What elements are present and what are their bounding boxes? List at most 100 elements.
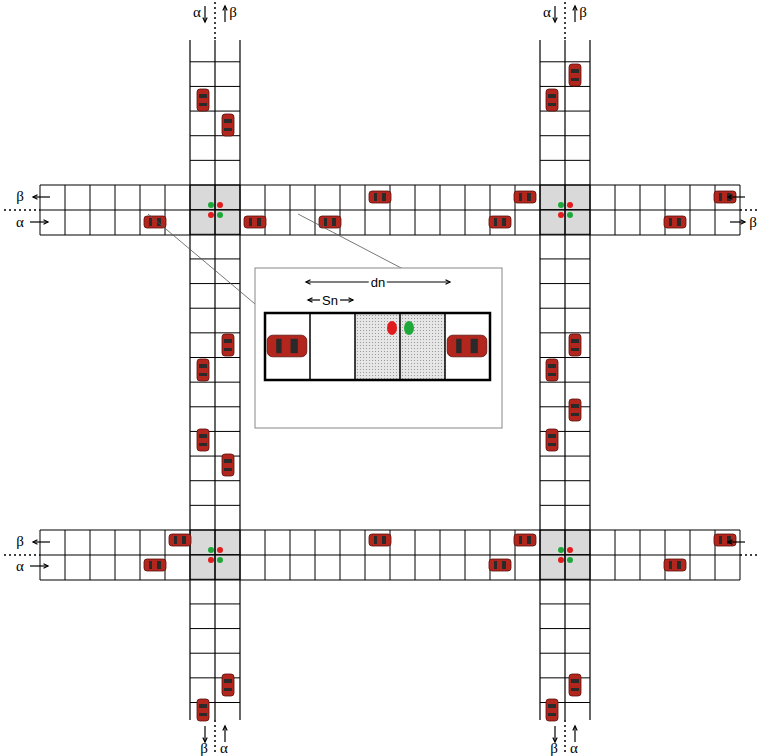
direction-label: α bbox=[193, 5, 201, 20]
line bbox=[140, 185, 141, 235]
line bbox=[554, 6, 555, 22]
line bbox=[115, 530, 116, 580]
line bbox=[354, 313, 356, 380]
car bbox=[244, 216, 266, 228]
car bbox=[489, 216, 511, 228]
line bbox=[148, 214, 267, 314]
car bbox=[319, 216, 341, 228]
car bbox=[664, 559, 686, 571]
line bbox=[740, 209, 757, 211]
line bbox=[90, 530, 91, 580]
line bbox=[564, 720, 566, 754]
line bbox=[574, 6, 575, 22]
direction-label: β bbox=[579, 5, 587, 20]
line bbox=[444, 313, 446, 380]
line bbox=[540, 456, 590, 457]
arrow-head bbox=[728, 195, 733, 199]
car bbox=[222, 454, 234, 476]
arrow-head bbox=[445, 280, 450, 284]
arrow-head bbox=[573, 6, 577, 11]
direction-label: β bbox=[749, 215, 757, 230]
dimension-label: Sn bbox=[320, 294, 340, 307]
line bbox=[214, 2, 216, 40]
car bbox=[569, 334, 581, 356]
line bbox=[4, 209, 40, 211]
intersection-cells bbox=[355, 313, 445, 380]
line bbox=[190, 332, 240, 333]
cell-lines bbox=[40, 40, 740, 720]
signal-light bbox=[567, 202, 573, 208]
arrow-head bbox=[43, 564, 48, 568]
line bbox=[730, 221, 745, 222]
line bbox=[728, 541, 745, 542]
car bbox=[569, 64, 581, 86]
car bbox=[546, 699, 558, 721]
arrow-head bbox=[43, 220, 48, 224]
line bbox=[540, 406, 590, 407]
cars bbox=[144, 64, 736, 721]
line bbox=[540, 554, 590, 555]
line bbox=[540, 677, 590, 678]
line bbox=[540, 382, 590, 383]
line bbox=[540, 135, 590, 136]
line bbox=[399, 313, 401, 380]
line bbox=[115, 185, 116, 235]
line bbox=[540, 530, 590, 531]
arrow-head bbox=[553, 17, 557, 22]
line bbox=[190, 653, 240, 654]
line bbox=[340, 530, 341, 580]
line bbox=[190, 628, 240, 629]
car bbox=[489, 559, 511, 571]
line bbox=[265, 530, 266, 580]
signal-light bbox=[567, 212, 573, 218]
car bbox=[169, 534, 191, 546]
signal-light bbox=[217, 547, 223, 553]
signal-light bbox=[208, 557, 214, 563]
line bbox=[204, 6, 205, 22]
line bbox=[415, 185, 416, 235]
line bbox=[540, 209, 590, 210]
line bbox=[30, 221, 48, 222]
line bbox=[564, 2, 566, 40]
line bbox=[540, 61, 590, 62]
line bbox=[190, 480, 240, 481]
car bbox=[569, 399, 581, 421]
line bbox=[589, 40, 590, 720]
line bbox=[315, 530, 316, 580]
line bbox=[33, 196, 50, 197]
car bbox=[546, 89, 558, 111]
line bbox=[190, 530, 240, 531]
signal-light bbox=[558, 557, 564, 563]
car bbox=[222, 334, 234, 356]
line bbox=[540, 653, 590, 654]
car bbox=[546, 429, 558, 451]
direction-label: β bbox=[16, 534, 24, 549]
car bbox=[197, 359, 209, 381]
car bbox=[546, 359, 558, 381]
signal-light bbox=[208, 202, 214, 208]
line bbox=[30, 565, 48, 566]
direction-label: α bbox=[16, 215, 24, 230]
car bbox=[569, 674, 581, 696]
arrow-head bbox=[223, 6, 227, 11]
line bbox=[465, 185, 466, 235]
car bbox=[369, 191, 391, 203]
line bbox=[224, 6, 225, 22]
line bbox=[65, 185, 66, 235]
direction-label: α bbox=[220, 741, 228, 756]
line bbox=[540, 185, 590, 186]
direction-label: α bbox=[543, 5, 551, 20]
arrow-head bbox=[348, 298, 353, 302]
line bbox=[540, 505, 590, 506]
signal-light bbox=[208, 547, 214, 553]
line bbox=[190, 308, 240, 309]
cell-strip bbox=[265, 313, 490, 380]
symbols bbox=[4, 2, 757, 754]
car bbox=[514, 534, 536, 546]
line bbox=[190, 234, 240, 235]
line bbox=[190, 579, 240, 580]
line bbox=[540, 357, 590, 358]
line bbox=[190, 111, 240, 112]
signal-light bbox=[208, 212, 214, 218]
line bbox=[189, 40, 190, 720]
